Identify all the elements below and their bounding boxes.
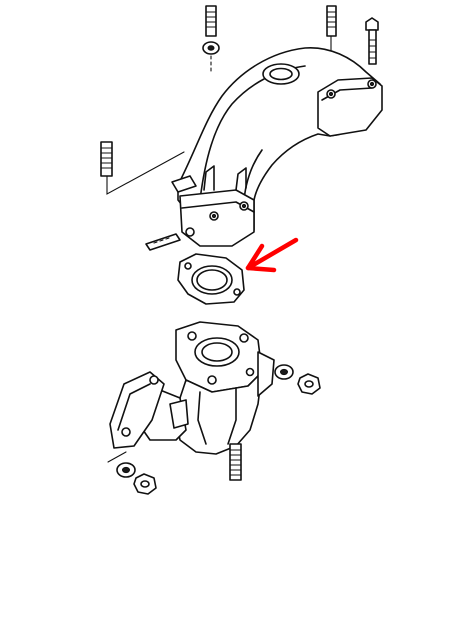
side-bolt [145,227,195,251]
stud-top-left [205,5,217,37]
washer-top-left [202,41,220,55]
nipple-fitting-left [100,141,113,177]
gasket [177,253,245,305]
washer-bottom-left [116,462,136,478]
callout-red-arrow [245,237,299,273]
leader-line-bottom [107,451,127,463]
nipple-fitting-bottom [229,443,242,481]
leader-line-nipple [106,151,185,195]
lower-housing [109,321,275,455]
stud-top-center [326,5,337,37]
nut-bottom-left [133,473,157,495]
nut-right [297,373,321,395]
bolt-top-right [365,17,379,65]
upper-elbow-pipe [171,47,383,247]
washer-right [274,364,294,380]
